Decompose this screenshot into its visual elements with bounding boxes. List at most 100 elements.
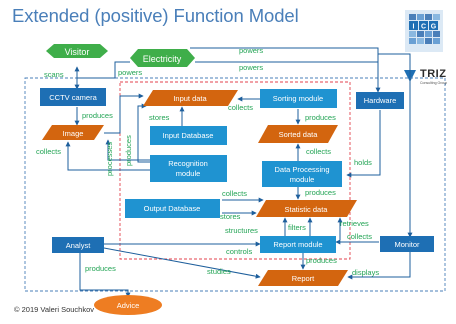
system-boundary: [24, 77, 446, 292]
edge-powers-hardware: [190, 47, 381, 93]
icg-logo-tile: [425, 31, 432, 37]
image-label: Image: [63, 129, 84, 138]
electricity-label: Electricity: [143, 54, 182, 64]
icg-logo-tile: [433, 31, 440, 37]
copyright-text: © 2019 Valeri Souchkov: [14, 305, 95, 314]
label-displays: displays: [352, 268, 379, 277]
node-advice[interactable]: Advice: [94, 295, 162, 315]
data-processing-shape: [262, 161, 342, 187]
icg-logo-tile: [409, 14, 416, 20]
data-processing-label-line2: module: [290, 175, 315, 184]
label-powers-hardware: powers: [239, 46, 263, 55]
node-input-data[interactable]: Input data: [143, 90, 238, 106]
icg-logo-tile: [409, 21, 418, 30]
node-input-database[interactable]: Input Database: [150, 126, 227, 145]
input-data-label: Input data: [173, 94, 207, 103]
cctv-shape: [40, 88, 106, 106]
icg-logo-tile: [433, 38, 440, 44]
edge-powers-monitor: [195, 53, 413, 238]
sorted-data-label: Sorted data: [279, 130, 319, 139]
node-recognition-module[interactable]: Recognition module: [150, 155, 227, 182]
edge-produces-advice: [79, 253, 131, 298]
hardware-shape: [356, 92, 404, 109]
analyst-shape: [52, 237, 104, 253]
statistic-data-shape: [256, 200, 357, 217]
label-controls: controls: [226, 247, 253, 256]
node-analyst[interactable]: Analyst: [52, 237, 104, 253]
edge-collects-image: [65, 141, 150, 171]
node-output-database[interactable]: Output Database: [125, 199, 220, 218]
label-produces-statistic: produces: [305, 188, 336, 197]
node-statistic-data[interactable]: Statistic data: [256, 200, 357, 217]
icg-logo-tile: [425, 38, 432, 44]
edge-displays: [347, 251, 411, 280]
label-produces-advice: produces: [85, 264, 116, 273]
advice-shape: [94, 295, 162, 315]
edge-studies: [103, 247, 261, 279]
icg-logo: I C G: [405, 10, 443, 52]
sorted-data-shape: [258, 125, 338, 143]
analyst-label: Analyst: [66, 241, 92, 250]
icg-logo-tile: [419, 21, 428, 30]
icg-logo-tile: [417, 31, 424, 37]
node-visitor[interactable]: Visitor: [46, 44, 108, 58]
node-report-module[interactable]: Report module: [260, 236, 336, 253]
input-database-label: Input Database: [163, 131, 214, 140]
label-produces-input: produces: [124, 135, 133, 166]
label-collects-sorted: collects: [306, 147, 331, 156]
node-monitor[interactable]: Monitor: [380, 236, 434, 252]
icg-logo-tile: [429, 21, 438, 30]
label-produces-image: produces: [82, 111, 113, 120]
node-electricity[interactable]: Electricity: [130, 49, 195, 67]
node-data-processing-module[interactable]: Data Processing module: [262, 161, 342, 187]
label-powers-monitor: powers: [239, 63, 263, 72]
image-shape: [42, 125, 104, 140]
output-database-shape: [125, 199, 220, 218]
triz-logo-subtext: Consulting Group: [420, 81, 448, 85]
visitor-label: Visitor: [65, 47, 90, 57]
label-structures: structures: [225, 226, 258, 235]
label-collects-input: collects: [228, 103, 253, 112]
node-image[interactable]: Image: [42, 125, 104, 140]
edge-labels: powers powers powers scans produces coll…: [36, 46, 379, 277]
report-label: Report: [292, 274, 315, 283]
report-module-shape: [260, 236, 336, 253]
triz-logo-text: TRIZ: [420, 68, 447, 80]
sorting-module-shape: [260, 89, 337, 108]
advice-label: Advice: [117, 301, 140, 310]
output-database-label: Output Database: [144, 204, 201, 213]
node-sorted-data[interactable]: Sorted data: [258, 125, 338, 143]
icg-logo-tile: [409, 38, 416, 44]
node-report[interactable]: Report: [258, 270, 348, 286]
monitor-label: Monitor: [394, 240, 420, 249]
cctv-label: CCTV camera: [49, 93, 97, 102]
edge-holds: [346, 110, 381, 178]
icg-logo-tile: [409, 31, 416, 37]
node-sorting-module[interactable]: Sorting module: [260, 89, 337, 108]
label-powers-cctv: powers: [118, 68, 142, 77]
recognition-label-line2: module: [176, 169, 201, 178]
label-scans: scans: [44, 70, 64, 79]
label-collects-image: collects: [36, 147, 61, 156]
statistic-data-label: Statistic data: [285, 205, 329, 214]
label-stores-input: stores: [149, 113, 170, 122]
icg-logo-tile: [425, 14, 432, 20]
input-database-shape: [150, 126, 227, 145]
icg-logo-letter: G: [431, 24, 437, 31]
label-studies: studies: [207, 267, 231, 276]
hardware-label: Hardware: [364, 96, 397, 105]
report-shape: [258, 270, 348, 286]
data-processing-label-line1: Data Processing: [274, 165, 329, 174]
page-title: Extended (positive) Function Model: [12, 5, 299, 26]
edge-produces-input: [137, 103, 150, 163]
electricity-shape: [130, 49, 195, 67]
recognition-label-line1: Recognition: [168, 159, 208, 168]
icg-logo-tile: [433, 14, 440, 20]
label-produces-sorted: produces: [305, 113, 336, 122]
node-cctv-camera[interactable]: CCTV camera: [40, 88, 106, 106]
monitor-shape: [380, 236, 434, 252]
edge-image-input: [104, 93, 144, 134]
icg-logo-tile: [417, 14, 424, 20]
node-hardware[interactable]: Hardware: [356, 92, 404, 109]
